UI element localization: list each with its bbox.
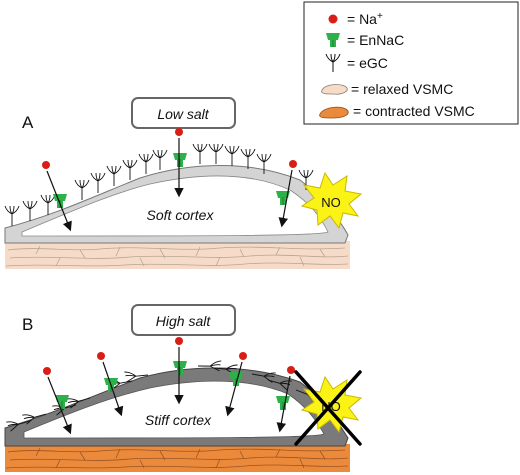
sodium-arrow-b2 (102, 361, 124, 417)
legend-contracted-vsmc-icon (319, 106, 349, 119)
sodium-ion-b5 (287, 366, 295, 374)
panel-b: B High salt Stiff cortex (4, 304, 363, 472)
sodium-arrow-a1 (46, 170, 72, 232)
ennac-channel-a3 (276, 191, 290, 205)
egc-upright (4, 143, 314, 226)
legend-contracted-vsmc-label: = contracted VSMC (353, 103, 475, 119)
sodium-arrow-b4 (225, 361, 243, 417)
sodium-arrow-b1 (47, 376, 72, 435)
contracted-vsmc-layer (5, 444, 350, 472)
ennac-channel-a1 (53, 194, 67, 208)
cell-interior-b (23, 380, 325, 439)
legend-egc-label: = eGC (347, 55, 388, 71)
sodium-arrow-a3 (278, 169, 293, 228)
ennac-channel-b3 (173, 361, 187, 375)
soft-cortex-label: Soft cortex (147, 207, 215, 223)
ennac-channel-a2 (173, 153, 187, 167)
relaxed-vsmc-layer (5, 241, 350, 269)
sodium-ion-b1 (43, 367, 51, 375)
blocked-x-icon (294, 370, 362, 446)
panel-b-letter: B (22, 315, 33, 334)
legend: = Na+ = EnNaC = eGC = relaxed VSMC = con… (303, 1, 519, 125)
stiff-cortex-label: Stiff cortex (145, 412, 212, 428)
cell-interior-a (21, 175, 329, 237)
sodium-ion-a3 (289, 160, 297, 168)
legend-egc-icon (325, 53, 341, 72)
sodium-ion-b4 (239, 352, 247, 360)
sodium-ion-a1 (42, 161, 50, 169)
legend-relaxed-vsmc-label: = relaxed VSMC (351, 81, 453, 97)
legend-box (303, 1, 519, 125)
legend-relaxed-vsmc-icon (321, 84, 348, 95)
ennac-channel-b1 (55, 395, 69, 409)
sodium-ion-b3 (175, 337, 183, 345)
legend-ennac-icon (326, 33, 340, 47)
no-burst-a (300, 171, 363, 230)
high-salt-box (131, 304, 236, 336)
sodium-ion-a2 (175, 128, 183, 136)
no-label-a: NO (321, 195, 341, 210)
low-salt-label: Low salt (157, 106, 209, 122)
ennac-channel-b5 (276, 396, 290, 410)
sodium-ion-b2 (97, 352, 105, 360)
high-salt-label: High salt (156, 313, 212, 329)
legend-sodium-label: = Na+ (347, 11, 383, 27)
low-salt-box (131, 97, 236, 129)
legend-ennac-label: = EnNaC (347, 32, 404, 48)
panel-a: A Low salt Soft cortex (4, 97, 363, 269)
sodium-arrow-b5 (276, 375, 291, 433)
legend-sodium-icon (328, 14, 338, 24)
panel-a-letter: A (22, 113, 34, 132)
